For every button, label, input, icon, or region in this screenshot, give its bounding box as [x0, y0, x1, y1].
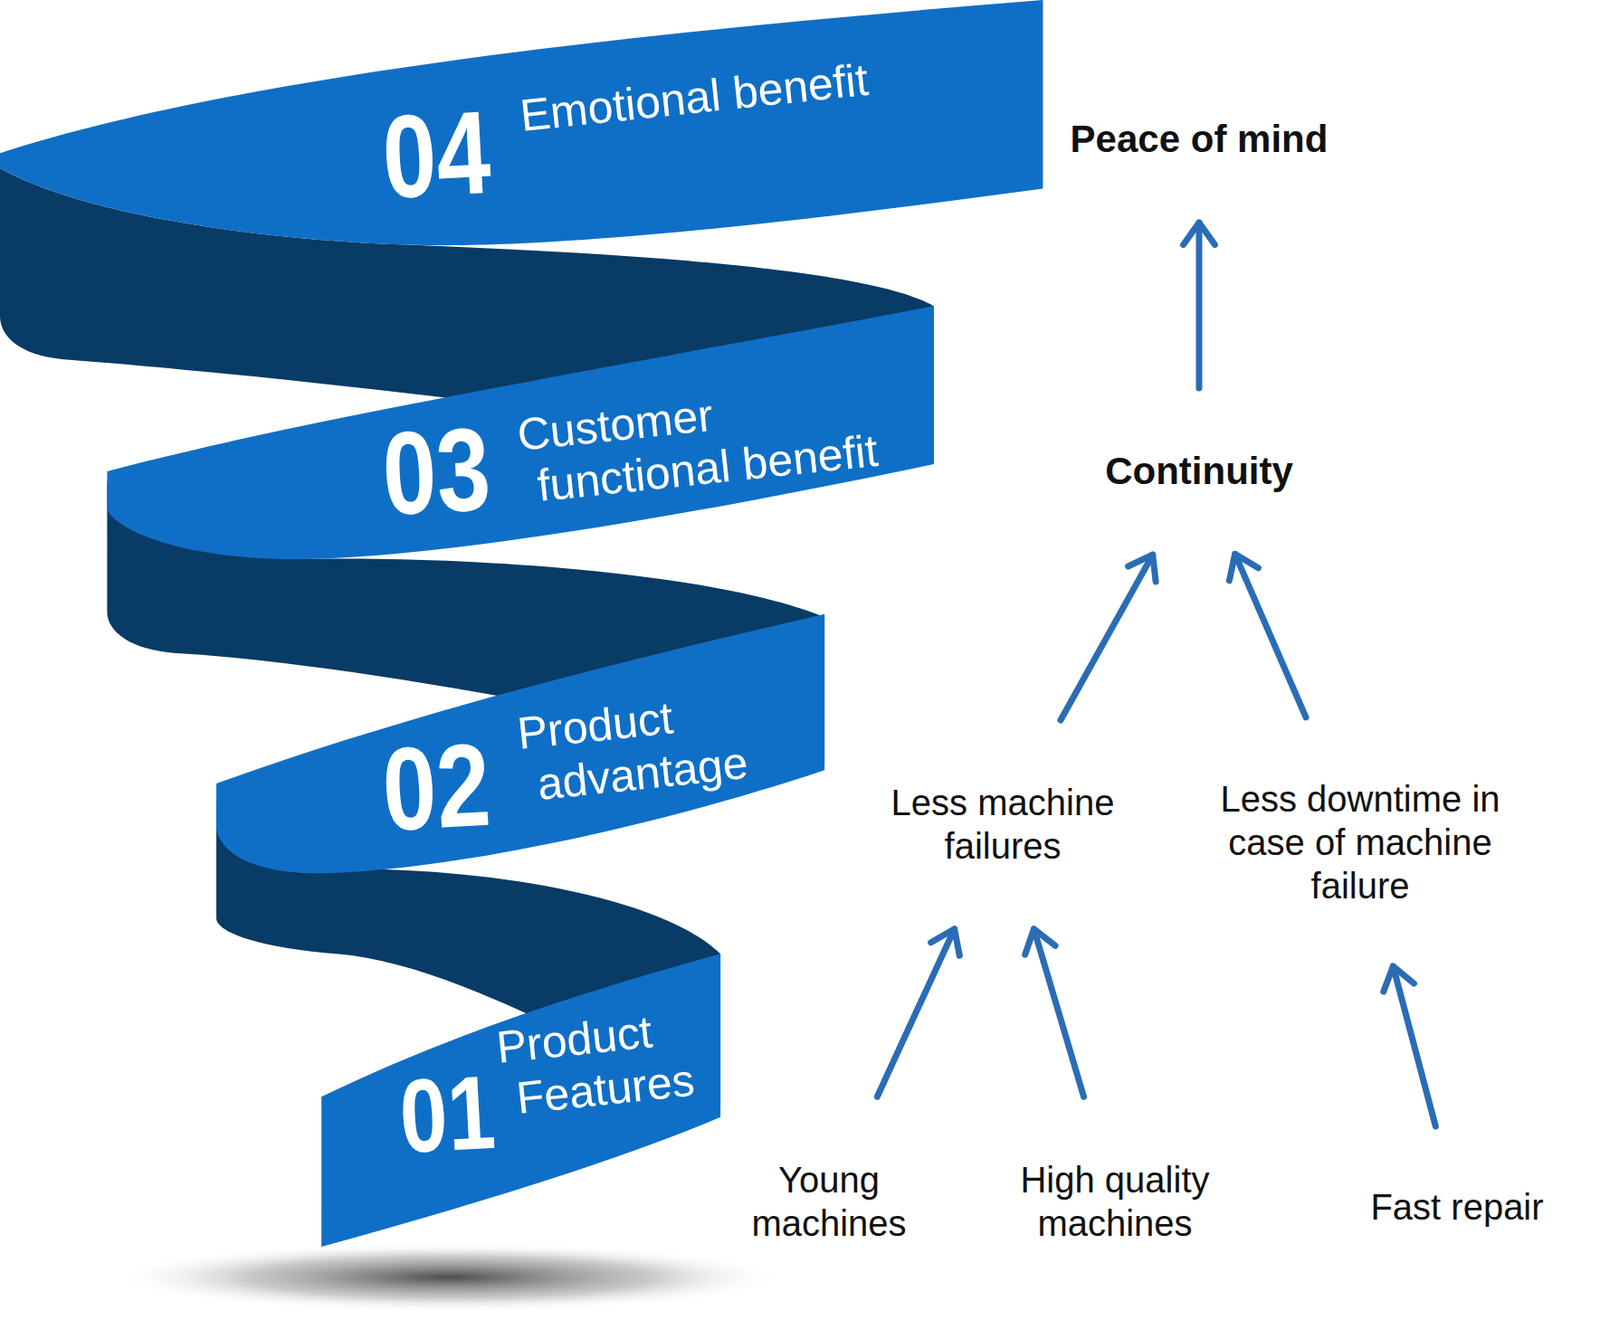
- arrow-shaft: [1235, 553, 1306, 717]
- benefit-arrow: [1025, 929, 1085, 1097]
- ribbon-step: 02Product advantage: [382, 708, 758, 863]
- arrow-head: [1128, 554, 1156, 582]
- benefit-item: Less downtime in case of machine failure: [1206, 777, 1515, 908]
- item-text: High quality machines: [1001, 1158, 1229, 1246]
- heading-text: Continuity: [1104, 448, 1294, 495]
- benefit-heading: Continuity: [1054, 448, 1344, 495]
- step-number: 03: [380, 409, 494, 534]
- benefit-arrow: [1383, 966, 1437, 1127]
- item-text: Less machine failures: [876, 780, 1130, 868]
- arrow-head: [931, 929, 961, 956]
- benefit-item: Fast repair: [1352, 1185, 1562, 1229]
- arrow-head: [1383, 966, 1415, 992]
- arrow-shaft: [876, 929, 954, 1097]
- step-number: 04: [380, 93, 494, 217]
- benefit-arrow: [876, 929, 960, 1097]
- arrow-shaft: [1060, 554, 1153, 721]
- benefit-arrow: [1060, 554, 1156, 721]
- item-text: Young machines: [738, 1158, 920, 1246]
- ribbon-step: 03Customer functional benefit: [382, 409, 878, 564]
- arrow-shaft: [1392, 966, 1436, 1127]
- benefit-item: Young machines: [738, 1158, 920, 1246]
- arrow-head: [1228, 553, 1258, 581]
- heading-text: Peace of mind: [1070, 116, 1329, 162]
- arrow-head: [1025, 929, 1056, 955]
- benefit-arrow: [1228, 553, 1306, 717]
- ribbon-step: 04Emotional benefit: [382, 90, 946, 245]
- step-number: 01: [397, 1060, 498, 1170]
- ribbon-step: 01Product Features: [400, 1022, 737, 1177]
- ribbon-band: [106, 305, 934, 560]
- benefit-heading: Peace of mind: [1027, 116, 1372, 162]
- step-number: 02: [380, 725, 494, 849]
- item-text: Fast repair: [1370, 1185, 1543, 1229]
- benefit-item: Less machine failures: [876, 780, 1130, 868]
- ribbon-band: [0, 0, 1043, 246]
- item-text: Less downtime in case of machine failure: [1206, 777, 1515, 908]
- arrow-head: [1183, 222, 1216, 245]
- benefit-item: High quality machines: [1001, 1158, 1229, 1246]
- arrow-shaft: [1033, 929, 1084, 1097]
- benefit-arrow: [1183, 222, 1216, 389]
- ground-shadow: [112, 1242, 786, 1313]
- arrow-shaft: [1195, 222, 1202, 389]
- ribbon-band: [216, 614, 825, 875]
